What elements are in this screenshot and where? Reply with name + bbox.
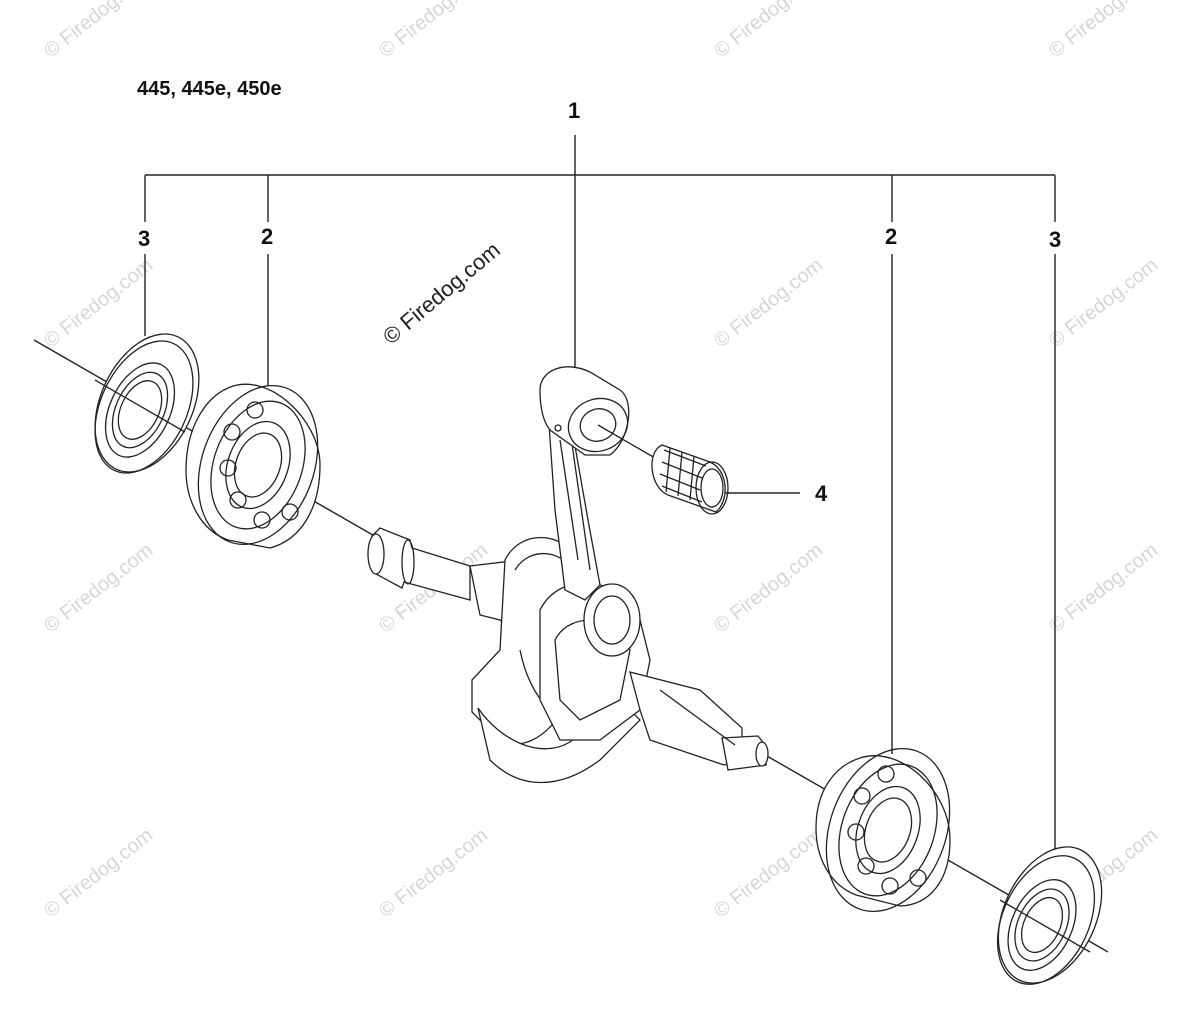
callout-2-left: 2 [261,224,274,249]
callout-1: 1 [568,98,581,123]
callout-2-right: 2 [885,224,898,249]
callout-3-left: 3 [138,226,151,251]
crankshaft [367,527,769,784]
bearing-right [815,747,951,913]
callout-4: 4 [815,481,828,506]
bearing-left [185,383,321,549]
callout-3-right: 3 [1049,227,1062,252]
connecting-rod [539,366,656,601]
oil-seal-right [996,846,1103,985]
model-title: 445, 445e, 450e [137,78,282,100]
callout-bracket [144,135,1056,852]
needle-bearing [651,444,729,515]
oil-seal-left [94,333,200,474]
